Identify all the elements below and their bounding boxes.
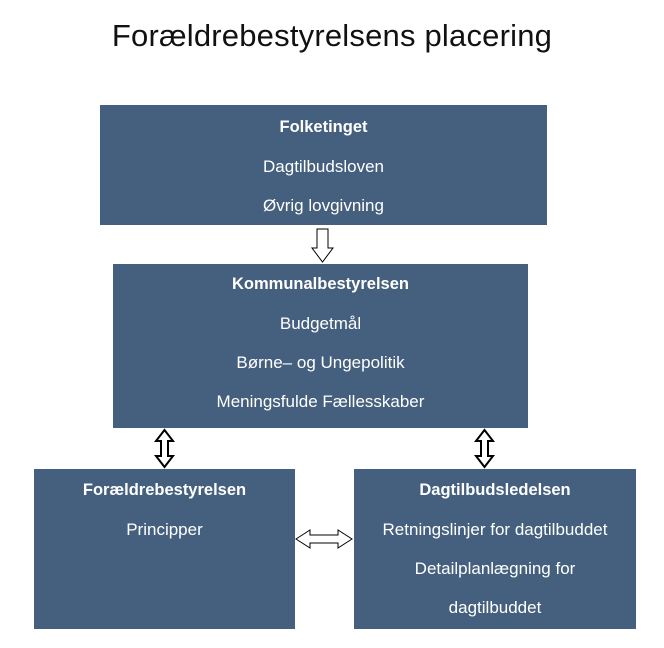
box-line: Øvrig lovgivning [263, 196, 384, 215]
box-heading: Forældrebestyrelsen [82, 481, 247, 499]
box-line: Børne– og Ungepolitik [236, 353, 405, 372]
box-kommunalbestyrelsen: Kommunalbestyrelsen Budgetmål Børne– og … [113, 264, 528, 428]
box-heading: Dagtilbudsledelsen [419, 481, 571, 499]
up-down-arrow-icon [153, 428, 176, 469]
box-dagtilbudsledelsen: Dagtilbudsledelsen Retningslinjer for da… [354, 469, 636, 629]
box-line: Retningslinjer for dagtilbuddet [382, 520, 608, 539]
box-line: Principper [126, 520, 203, 539]
box-heading: Folketinget [279, 118, 368, 136]
diagram-title: Forældrebestyrelsens placering [111, 18, 553, 53]
left-right-arrow-icon [295, 529, 353, 549]
up-down-arrow-icon [473, 428, 496, 469]
box-foraeldrebestyrelsen: Forældrebestyrelsen Principper [34, 469, 295, 629]
down-arrow-icon [311, 228, 334, 263]
box-line: Dagtilbudsloven [263, 157, 384, 176]
box-line: Detailplanlægning for [414, 559, 576, 578]
box-line: Meningsfulde Fællesskaber [216, 392, 425, 411]
box-heading: Kommunalbestyrelsen [232, 275, 409, 293]
box-folketinget: Folketinget Dagtilbudsloven Øvrig lovgiv… [100, 105, 547, 225]
box-line: dagtilbuddet [448, 598, 542, 617]
box-line: Budgetmål [279, 314, 362, 333]
